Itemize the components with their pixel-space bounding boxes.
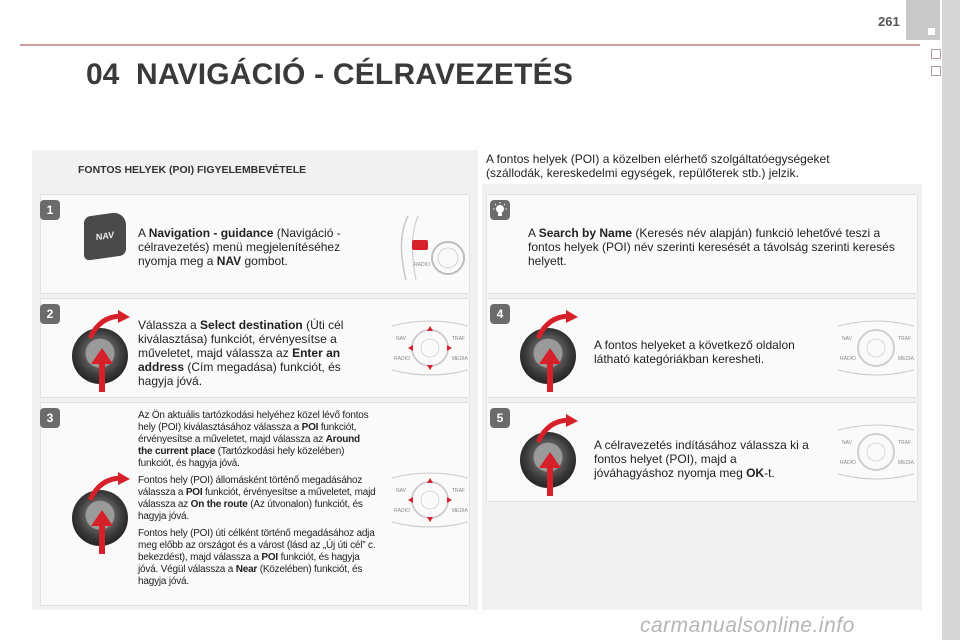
step-5-text: A célravezetés indításához válassza ki a… bbox=[594, 438, 809, 480]
traf-label: TRAF bbox=[452, 488, 465, 494]
traf-label: TRAF bbox=[898, 336, 911, 342]
watermark: carmanualsonline.info bbox=[640, 614, 855, 637]
step-5-badge: 5 bbox=[490, 408, 510, 428]
control-panel-illustration: NAV TRAF RADIO MEDIA bbox=[837, 320, 915, 376]
nav-label: NAV bbox=[842, 336, 853, 342]
control-panel-illustration: NAV TRAF RADIO MEDIA bbox=[391, 472, 469, 528]
step-3-text: Az Ön aktuális tartózkodási helyéhez köz… bbox=[138, 410, 376, 587]
side-bar bbox=[942, 0, 960, 640]
chapter-number: 04 bbox=[86, 58, 120, 91]
radio-label: RADIO bbox=[394, 356, 410, 362]
step-1-badge: 1 bbox=[40, 200, 60, 220]
control-panel-illustration: NAV TRAF RADIO MEDIA bbox=[391, 320, 469, 376]
step-2-text: Válassza a Select destination (Úti cél k… bbox=[138, 318, 344, 388]
nav-button-icon: NAV bbox=[84, 211, 126, 261]
nav-label: NAV bbox=[396, 488, 407, 494]
section-intro: A fontos helyek (POI) a közelben elérhet… bbox=[486, 152, 830, 180]
lightbulb-icon bbox=[490, 200, 510, 220]
side-square-icon bbox=[931, 66, 941, 76]
control-panel-illustration: RADIO bbox=[400, 215, 465, 281]
traf-label: TRAF bbox=[452, 336, 465, 342]
radio-label: RADIO bbox=[840, 460, 856, 466]
rotate-press-arrows-icon bbox=[87, 310, 130, 392]
radio-label: RADIO bbox=[394, 508, 410, 514]
radio-label: RADIO bbox=[414, 262, 430, 268]
step-4-text: A fontos helyeket a következő oldalon lá… bbox=[594, 338, 795, 366]
rotate-press-arrows-icon bbox=[87, 472, 130, 554]
page-number: 261 bbox=[878, 14, 900, 29]
corner-tab bbox=[906, 0, 940, 40]
media-label: MEDIA bbox=[898, 460, 915, 466]
step-2-badge: 2 bbox=[40, 304, 60, 324]
step-4-badge: 4 bbox=[490, 304, 510, 324]
step-3-badge: 3 bbox=[40, 408, 60, 428]
tip-text: A Search by Name (Keresés név alapján) f… bbox=[528, 226, 895, 268]
nav-label: NAV bbox=[396, 336, 407, 342]
tip-box bbox=[486, 194, 918, 294]
side-square-icon bbox=[931, 49, 941, 59]
section-heading: FONTOS HELYEK (POI) FIGYELEMBEVÉTELE bbox=[78, 164, 307, 176]
step-1-text: A Navigation - guidance (Navigáció - cél… bbox=[138, 226, 341, 268]
rotate-press-arrows-icon bbox=[535, 414, 578, 496]
traf-label: TRAF bbox=[898, 440, 911, 446]
rotate-press-arrows-icon bbox=[535, 310, 578, 392]
media-label: MEDIA bbox=[452, 508, 469, 514]
media-label: MEDIA bbox=[452, 356, 469, 362]
nav-label: NAV bbox=[842, 440, 853, 446]
chapter-title: NAVIGÁCIÓ - CÉLRAVEZETÉS bbox=[136, 58, 574, 91]
radio-label: RADIO bbox=[840, 356, 856, 362]
header-rule bbox=[20, 44, 920, 46]
media-label: MEDIA bbox=[898, 356, 915, 362]
control-panel-illustration: NAV TRAF RADIO MEDIA bbox=[837, 424, 915, 480]
